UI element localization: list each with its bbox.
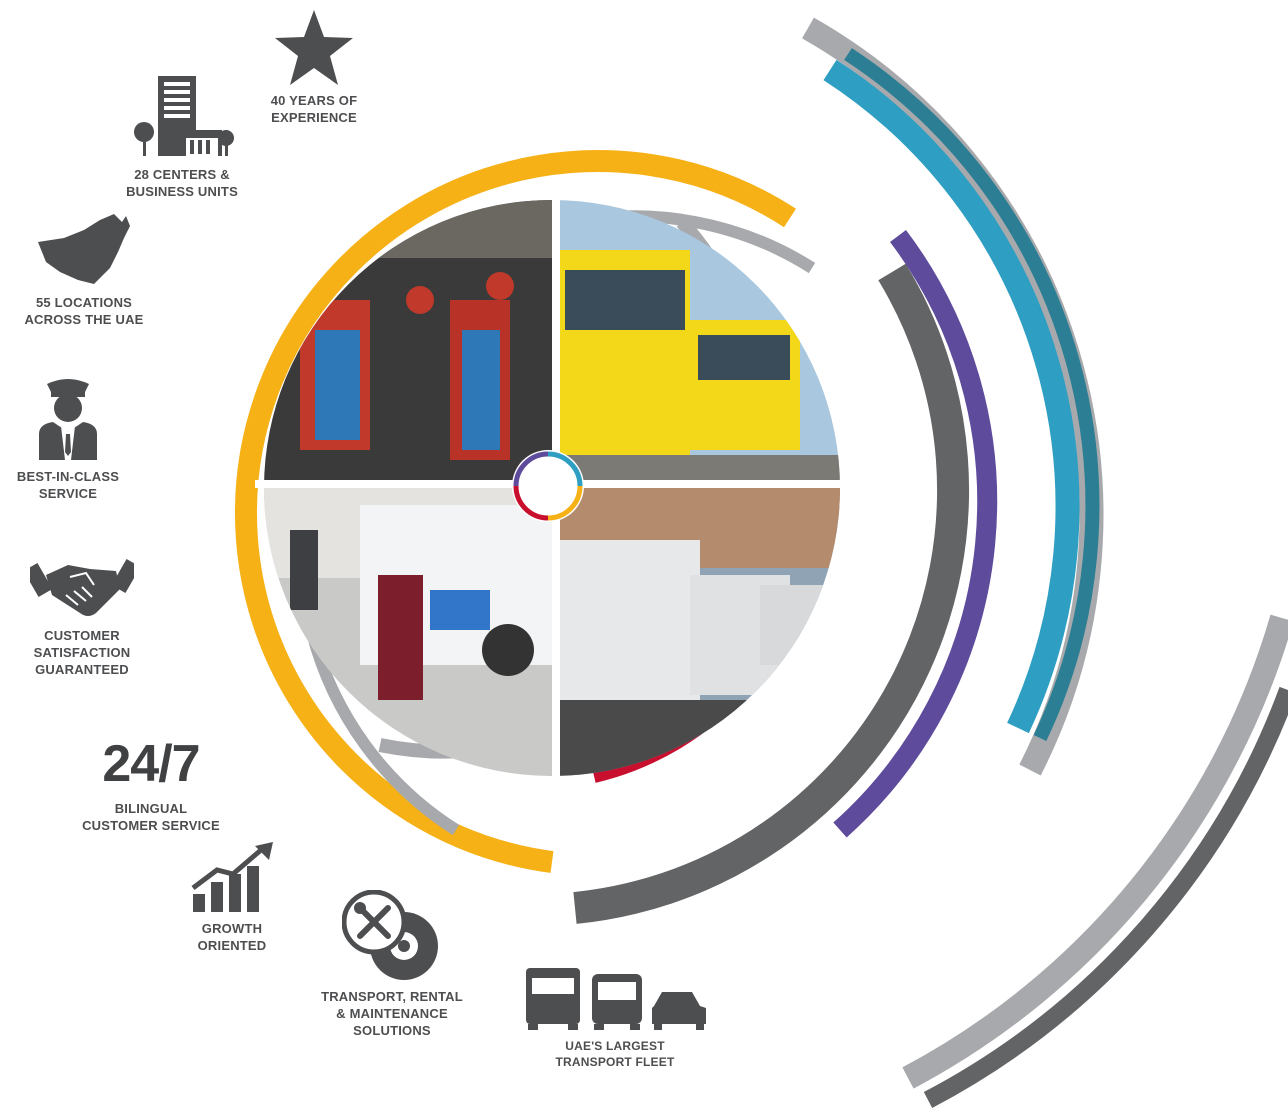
handshake-icon	[30, 559, 134, 616]
feature-line: BUSINESS UNITS	[126, 184, 238, 199]
feature-support: 24/7 BILINGUAL CUSTOMER SERVICE	[76, 738, 226, 834]
dark-grey-arc	[573, 263, 969, 924]
feature-line: SERVICE	[38, 486, 98, 501]
feature-line: CUSTOMER	[44, 628, 120, 643]
chauffeur-icon	[39, 379, 97, 460]
feature-line: ACROSS THE UAE	[24, 312, 144, 327]
feature-locations: 55 LOCATIONS ACROSS THE UAE	[20, 212, 148, 328]
feature-line: BEST-IN-CLASS	[16, 469, 120, 484]
bottom-right-dark-arc	[923, 686, 1288, 1108]
star-icon	[275, 10, 353, 85]
feature-line: SATISFACTION	[33, 645, 131, 660]
uae-map-icon	[38, 214, 130, 284]
growth-chart-icon	[191, 842, 273, 912]
yellow-arc	[235, 150, 796, 873]
vehicles-icon	[526, 968, 706, 1030]
purple-arc	[833, 229, 998, 838]
tools-wheel-icon	[342, 890, 438, 980]
feature-line: GUARANTEED	[35, 662, 129, 677]
support-hours: 24/7	[102, 735, 200, 793]
feature-line: BILINGUAL	[114, 801, 188, 816]
feature-fleet: UAE'S LARGEST TRANSPORT FLEET	[520, 966, 710, 1070]
teal-dark-arc	[844, 48, 1100, 742]
bottom-right-light-arc	[902, 614, 1288, 1089]
building-icon	[134, 76, 234, 156]
feature-line: GROWTH	[201, 921, 263, 936]
feature-service: BEST-IN-CLASS SERVICE	[10, 374, 126, 502]
feature-line: 28 CENTERS &	[134, 167, 230, 182]
feature-line: TRANSPORT FLEET	[555, 1055, 675, 1069]
feature-experience: 40 YEARS OF EXPERIENCE	[262, 10, 366, 126]
feature-line: SOLUTIONS	[353, 1023, 431, 1038]
feature-line: UAE'S LARGEST	[565, 1039, 665, 1053]
feature-line: 55 LOCATIONS	[35, 295, 133, 310]
feature-solutions: TRANSPORT, RENTAL & MAINTENANCE SOLUTION…	[312, 890, 472, 1039]
feature-line: ORIENTED	[197, 938, 267, 953]
feature-line: TRANSPORT, RENTAL	[321, 989, 463, 1004]
feature-line: & MAINTENANCE	[336, 1006, 448, 1021]
feature-line: EXPERIENCE	[271, 110, 357, 125]
feature-centers: 28 CENTERS & BUSINESS UNITS	[120, 72, 244, 200]
feature-line: 40 YEARS OF	[270, 93, 358, 108]
feature-growth: GROWTH ORIENTED	[186, 842, 278, 954]
feature-satisfaction: CUSTOMER SATISFACTION GUARANTEED	[24, 555, 140, 678]
teal-arc	[823, 59, 1080, 734]
feature-line: CUSTOMER SERVICE	[82, 818, 220, 833]
